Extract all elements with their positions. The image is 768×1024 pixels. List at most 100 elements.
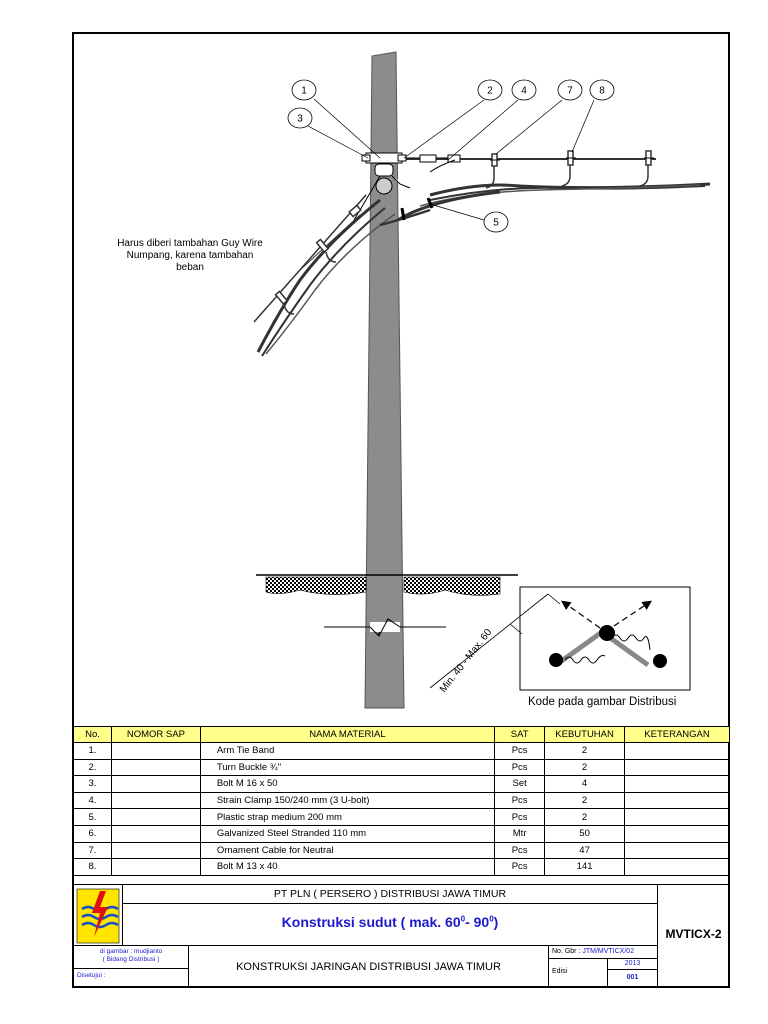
row-material: Arm Tie Band xyxy=(199,742,496,760)
callout-5: 5 xyxy=(493,218,499,229)
drawing-number-label: No. Gbr : xyxy=(552,948,581,955)
callout-circles xyxy=(287,79,615,233)
edition-value: 001 xyxy=(626,974,639,981)
row-quantity: 47 xyxy=(544,841,626,860)
drawing-title: Konstruksi sudut ( mak. 600- 900) xyxy=(281,914,499,930)
row-unit: Pcs xyxy=(494,841,546,860)
callout-2: 2 xyxy=(487,86,493,97)
left-conductor-span xyxy=(253,194,431,357)
row-sap xyxy=(110,758,201,777)
row-sap xyxy=(110,775,201,793)
row-no: 6. xyxy=(73,824,112,843)
drawing-code: MVTICX-2 xyxy=(665,927,722,941)
row-quantity: 2 xyxy=(544,758,626,777)
row-material: Strain Clamp 150/240 mm (3 U-bolt) xyxy=(199,791,496,810)
row-sap xyxy=(110,808,201,826)
row-material: Ornament Cable for Neutral xyxy=(199,841,496,860)
plastic-strap-marks xyxy=(400,197,434,221)
row-material: Bolt M 13 x 40 xyxy=(199,858,496,876)
row-no: 4. xyxy=(73,791,112,810)
callout-1: 1 xyxy=(301,86,307,97)
construction-drawing: 1 3 2 4 7 8 5 xyxy=(253,51,711,709)
col-quantity: KEBUTUHAN xyxy=(544,726,626,743)
row-unit: Pcs xyxy=(494,758,546,777)
drawing-number-cell: No. Gbr : JTM/MVTICX/02 xyxy=(548,945,658,959)
callout-3: 3 xyxy=(297,114,303,125)
drawn-by-cell: di gambar : mudjianto ( Bidang Distribus… xyxy=(73,945,189,969)
drawing-title-cell: Konstruksi sudut ( mak. 600- 900) xyxy=(122,903,658,946)
subtitle-cell: KONSTRUKSI JARINGAN DISTRIBUSI JAWA TIMU… xyxy=(188,945,549,988)
edition-label-cell: Edisi xyxy=(548,958,608,988)
col-material: NAMA MATERIAL xyxy=(199,726,496,743)
pole-top-fittings xyxy=(353,152,461,221)
col-sap: NOMOR SAP xyxy=(110,726,201,743)
row-quantity: 50 xyxy=(544,824,626,843)
approved-cell: Disetujui : xyxy=(73,968,189,988)
row-quantity: 2 xyxy=(544,742,626,760)
right-conductor-span xyxy=(370,150,711,222)
department: ( Bidang Distribusi ) xyxy=(102,956,160,963)
row-sap xyxy=(110,858,201,876)
row-quantity: 2 xyxy=(544,791,626,810)
company-cell: PT PLN ( PERSERO ) DISTRIBUSI JAWA TIMUR xyxy=(122,884,658,904)
row-sap xyxy=(110,742,201,760)
col-unit: SAT xyxy=(494,726,546,743)
row-no: 3. xyxy=(73,775,112,793)
callout-leaders xyxy=(307,98,595,221)
row-sap xyxy=(110,841,201,860)
row-remarks xyxy=(624,824,730,843)
material-table: No. NOMOR SAP NAMA MATERIAL SAT KEBUTUHA… xyxy=(73,726,730,876)
row-sap xyxy=(110,824,201,843)
row-unit: Set xyxy=(494,775,546,793)
edition-label: Edisi xyxy=(552,968,568,975)
row-sap xyxy=(110,791,201,810)
ground-surface xyxy=(256,574,518,596)
pole-break-symbol xyxy=(324,618,446,637)
col-no: No. xyxy=(73,726,112,743)
row-quantity: 4 xyxy=(544,775,626,793)
row-remarks xyxy=(624,841,730,860)
row-material: Turn Buckle ¾" xyxy=(199,758,496,777)
row-unit: Mtr xyxy=(494,824,546,843)
row-remarks xyxy=(624,791,730,810)
row-quantity: 2 xyxy=(544,808,626,826)
row-no: 2. xyxy=(73,758,112,777)
row-material: Galvanized Steel Stranded 110 mm xyxy=(199,824,496,843)
row-material: Bolt M 16 x 50 xyxy=(199,775,496,793)
callout-8: 8 xyxy=(599,86,605,97)
drawing-code-cell: MVTICX-2 xyxy=(657,884,730,988)
row-remarks xyxy=(624,858,730,876)
row-no: 7. xyxy=(73,841,112,860)
angle-dimension xyxy=(429,593,561,689)
row-remarks xyxy=(624,758,730,777)
approved-label: Disetujui : xyxy=(77,972,106,979)
table-header-row: No. NOMOR SAP NAMA MATERIAL SAT KEBUTUHA… xyxy=(73,726,730,743)
title-block: PT PLN ( PERSERO ) DISTRIBUSI JAWA TIMUR… xyxy=(73,884,730,988)
row-unit: Pcs xyxy=(494,742,546,760)
row-remarks xyxy=(624,808,730,826)
legend-caption: Kode pada gambar Distribusi xyxy=(528,696,677,708)
pln-logo-icon xyxy=(76,888,120,944)
callout-4: 4 xyxy=(521,86,527,97)
edition-value-cell: 001 xyxy=(607,969,658,988)
row-remarks xyxy=(624,742,730,760)
row-no: 5. xyxy=(73,808,112,826)
drawn-by: di gambar : mudjianto xyxy=(99,948,163,955)
row-material: Plastic strap medium 200 mm xyxy=(199,808,496,826)
callout-7: 7 xyxy=(567,86,573,97)
row-unit: Pcs xyxy=(494,808,546,826)
drawing-number: JTM/MVTICX/02 xyxy=(582,948,635,955)
subtitle: KONSTRUKSI JARINGAN DISTRIBUSI JAWA TIMU… xyxy=(236,961,501,973)
row-unit: Pcs xyxy=(494,791,546,810)
year: 2013 xyxy=(624,960,641,967)
row-no: 8. xyxy=(73,858,112,876)
distribution-code-symbol xyxy=(519,586,691,691)
row-quantity: 141 xyxy=(544,858,626,876)
